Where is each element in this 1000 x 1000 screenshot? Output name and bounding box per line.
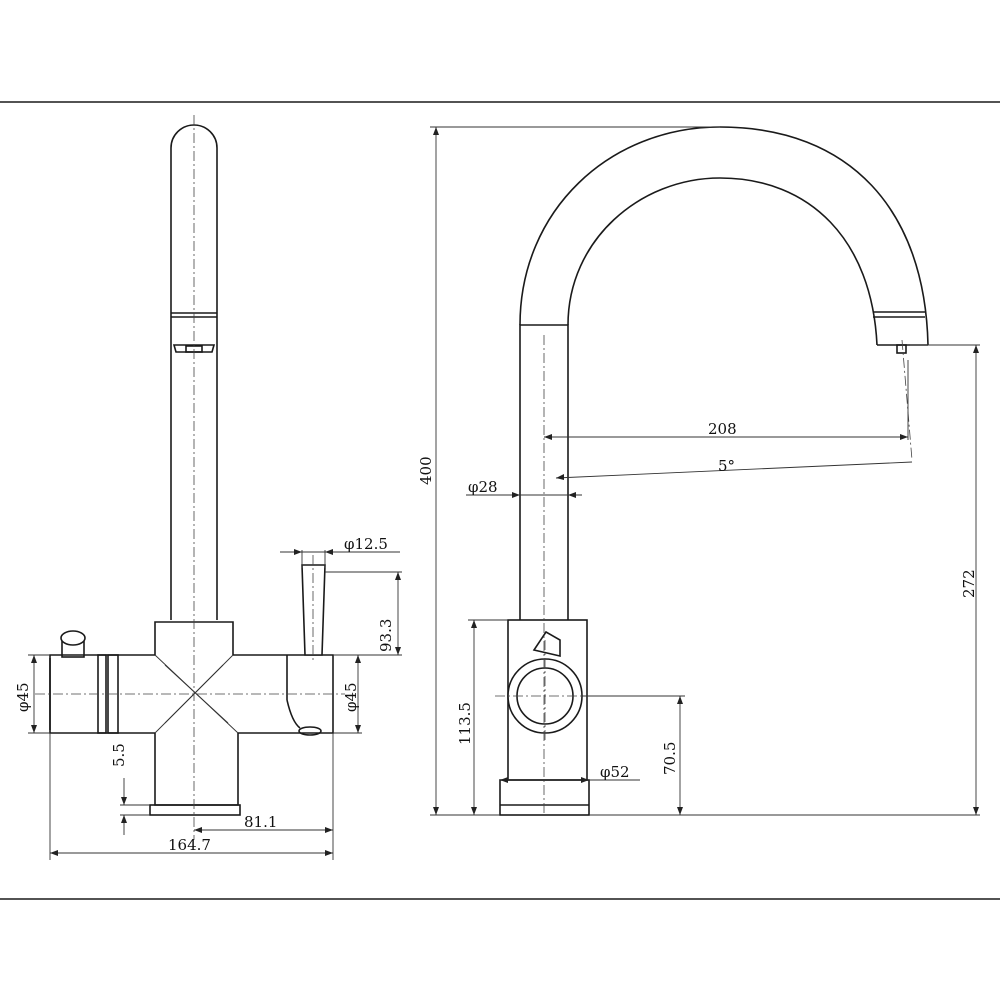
dim-phi-28: φ28 — [468, 478, 498, 496]
front-view: φ12.5 93.3 φ45 φ45 5.5 81.1 — [14, 115, 402, 860]
dim-phi-52: φ52 — [600, 763, 630, 781]
dim-phi-12-5: φ12.5 — [344, 535, 388, 553]
side-base — [499, 779, 590, 816]
spout-inner-curve — [567, 177, 878, 346]
dim-400: 400 — [417, 456, 435, 485]
right-arm-ring — [298, 726, 322, 736]
dim-5-5: 5.5 — [110, 743, 128, 767]
side-view: 400 208 5° φ28 272 113.5 φ52 — [417, 126, 980, 816]
dim-93-3: 93.3 — [377, 619, 395, 652]
dim-113-5: 113.5 — [456, 702, 474, 745]
spout-outer-curve — [519, 126, 929, 346]
dim-70-5: 70.5 — [661, 742, 679, 775]
dim-164-7: 164.7 — [168, 836, 211, 854]
dim-272: 272 — [960, 569, 978, 598]
base-plate — [149, 804, 241, 816]
spout-vertical — [170, 124, 218, 620]
dim-phi-45-left: φ45 — [14, 682, 32, 712]
spout-outlet — [172, 344, 216, 353]
left-knob-top — [60, 630, 86, 646]
dim-81-1: 81.1 — [244, 813, 277, 831]
spout-aerator — [896, 344, 907, 354]
column — [519, 324, 569, 620]
body-lower — [154, 733, 239, 806]
dim-phi-45-right: φ45 — [342, 682, 360, 712]
dim-208: 208 — [708, 420, 737, 438]
dim-angle-5: 5° — [718, 457, 735, 475]
lever-handle — [301, 564, 326, 656]
side-lever — [532, 630, 561, 658]
